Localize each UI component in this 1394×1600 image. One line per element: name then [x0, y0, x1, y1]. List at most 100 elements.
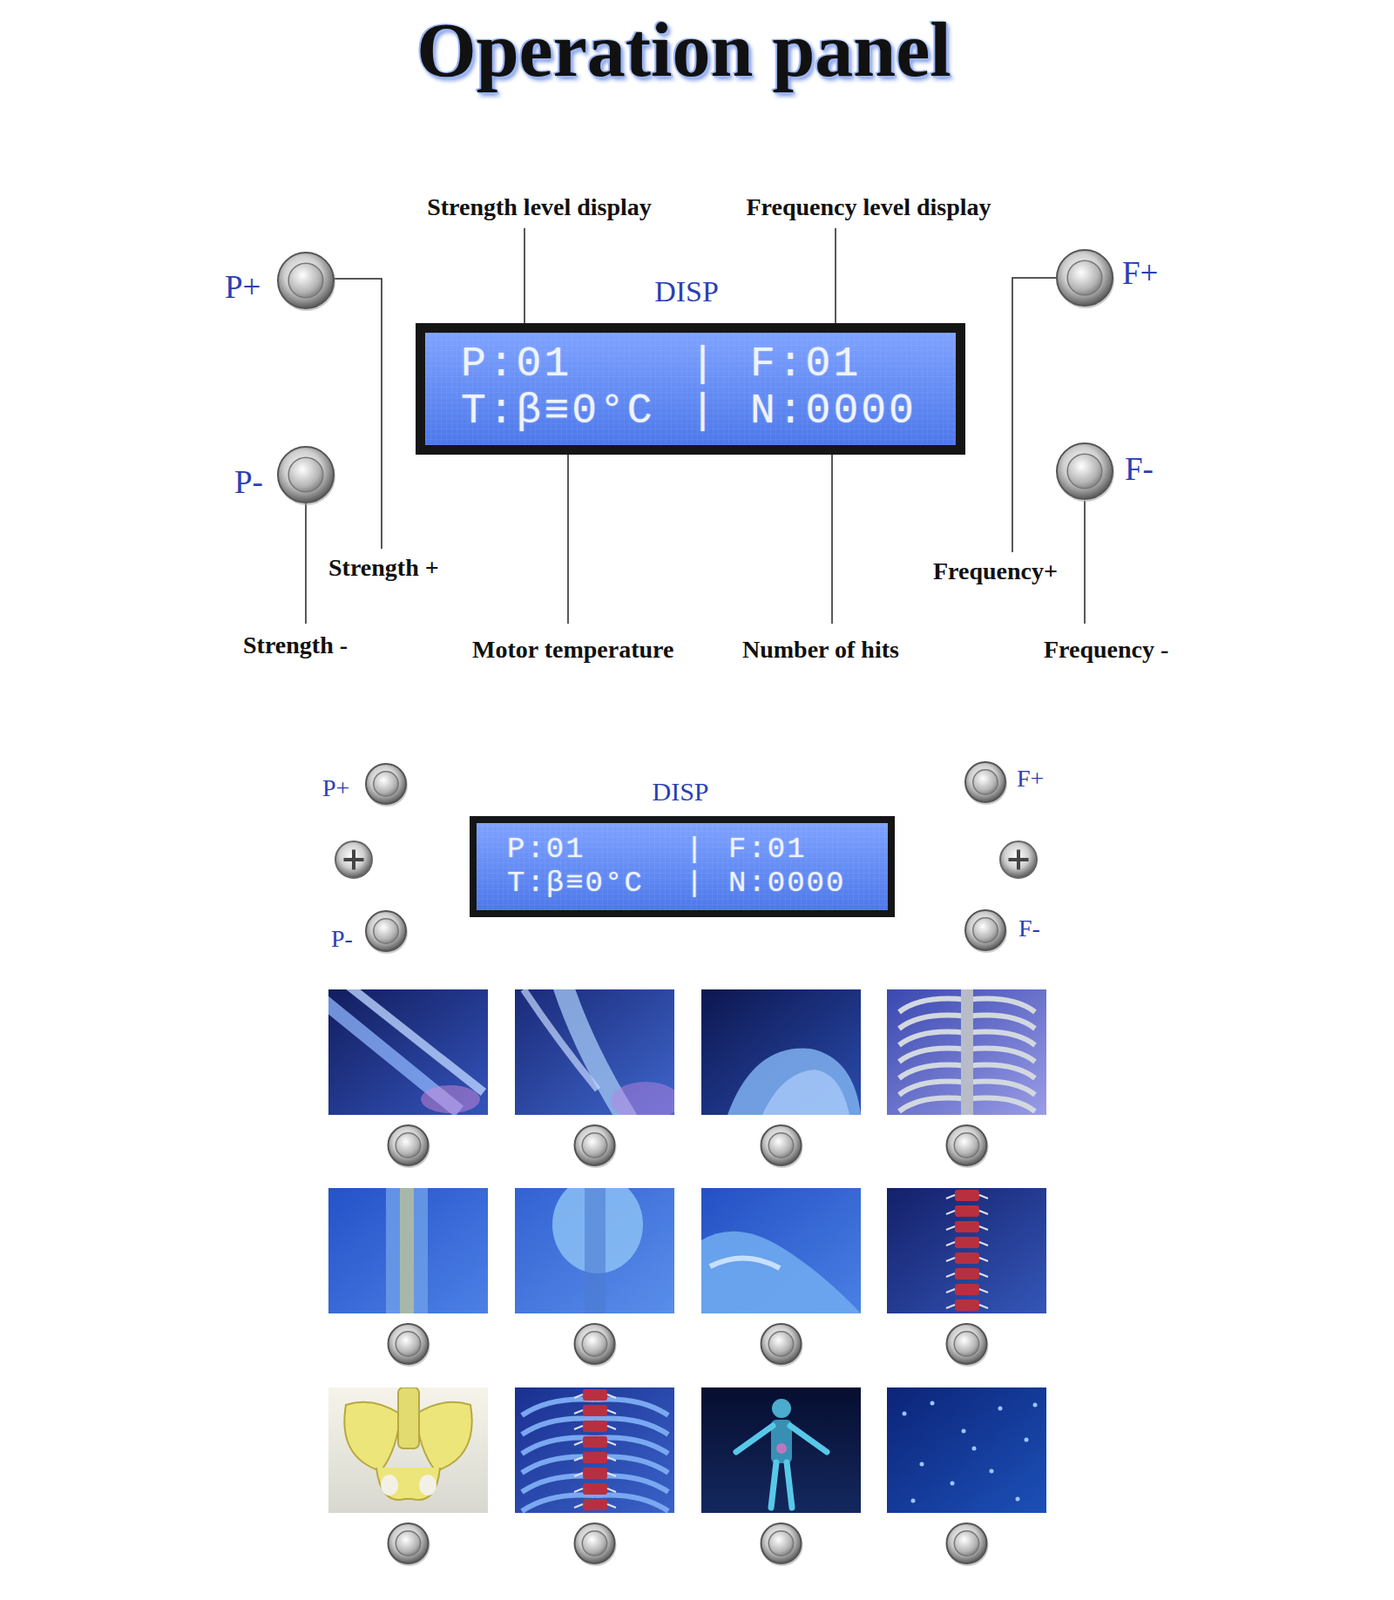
screw	[1000, 841, 1037, 879]
button-label: F+	[1016, 764, 1044, 793]
tile-ground	[328, 1188, 488, 1314]
vertebra-process	[946, 1242, 988, 1246]
vertebra	[954, 1205, 980, 1218]
rib	[899, 1098, 968, 1112]
light-dot	[1015, 1497, 1021, 1503]
rib	[899, 1082, 968, 1096]
button-shadow	[388, 1524, 431, 1567]
body-part-image	[701, 1387, 861, 1514]
push-button	[965, 910, 1008, 954]
rib	[967, 999, 1036, 1013]
button-cap	[395, 1332, 421, 1358]
pelvis-wing	[344, 1402, 400, 1472]
leader-line	[831, 435, 833, 624]
button-label: F-	[1018, 914, 1041, 943]
button-rim	[365, 764, 407, 805]
vertebra	[582, 1468, 608, 1480]
rib	[899, 1048, 968, 1063]
shoulder-shape	[727, 1048, 861, 1116]
push-button	[277, 446, 336, 506]
rib	[967, 1032, 1036, 1046]
button-rim	[761, 1324, 802, 1365]
vertebra-process	[946, 1305, 988, 1309]
tile-ground	[328, 1387, 488, 1514]
lcd-readout: F:01	[750, 343, 861, 386]
button-rim	[761, 1523, 802, 1564]
tile-ground	[886, 989, 1047, 1116]
button-rim	[947, 1523, 988, 1564]
leader-line	[1083, 500, 1086, 624]
callout-label: Strength +	[328, 554, 440, 582]
button-cap	[1067, 453, 1103, 489]
button-shadow	[277, 447, 336, 506]
push-button	[965, 762, 1008, 806]
push-button	[388, 1125, 431, 1169]
figure-spot	[776, 1443, 787, 1455]
light-dot	[920, 1462, 925, 1468]
button-cap	[973, 770, 999, 796]
push-button	[388, 1324, 431, 1367]
button-label: F+	[1122, 255, 1158, 293]
button-rim	[947, 1324, 988, 1365]
button-shadow	[947, 1126, 989, 1169]
button-shadow	[575, 1524, 617, 1567]
push-button	[388, 1523, 431, 1567]
callout-label: Strength -	[243, 631, 348, 660]
vertebra	[582, 1436, 608, 1449]
light-dot	[972, 1447, 977, 1452]
button-label: P+	[224, 269, 261, 307]
obturator	[419, 1475, 437, 1496]
lcd-readout: T:β≡0°C	[507, 868, 644, 899]
button-rim	[388, 1125, 429, 1166]
vertebra	[582, 1499, 608, 1511]
obturator	[380, 1475, 399, 1496]
rib	[967, 1098, 1036, 1112]
button-rim	[388, 1324, 429, 1365]
lcd-readout: |	[685, 834, 705, 865]
screw-slot	[1008, 849, 1029, 870]
body-part-image	[886, 1387, 1047, 1514]
lcd-readout: |	[690, 390, 718, 433]
tile-ground	[886, 1387, 1047, 1514]
foot-shape	[701, 1231, 861, 1314]
button-cap	[581, 1531, 608, 1557]
screw-slot	[343, 849, 364, 870]
vertebra-process	[574, 1410, 616, 1415]
vertebra	[582, 1389, 608, 1401]
push-button	[761, 1125, 804, 1169]
vertebra	[954, 1221, 980, 1233]
tile-ground	[514, 1188, 675, 1314]
tile-ground	[701, 989, 861, 1116]
light-dot	[930, 1401, 935, 1407]
button-cap	[954, 1531, 980, 1557]
rib	[899, 1065, 968, 1079]
button-shadow	[575, 1325, 617, 1367]
button-cap	[395, 1133, 421, 1159]
leader-lines	[305, 228, 1085, 624]
button-shadow	[947, 1325, 989, 1367]
button-cap	[1067, 260, 1103, 296]
button-cap	[973, 918, 999, 944]
push-button	[575, 1125, 617, 1169]
button-cap	[768, 1531, 794, 1557]
body-part-image	[514, 989, 675, 1116]
body-part-image	[886, 1188, 1047, 1314]
push-button	[365, 764, 408, 807]
vertebra-process	[946, 1273, 988, 1278]
rib	[967, 1065, 1036, 1079]
button-rim	[277, 446, 334, 503]
vertebra-process	[574, 1473, 616, 1477]
lcd-readout: N:0000	[728, 868, 846, 899]
vertebra-process	[946, 1289, 988, 1293]
bone	[399, 1188, 414, 1314]
button-label: P+	[322, 774, 350, 803]
button-rim	[277, 252, 334, 309]
light-dot	[911, 1499, 916, 1504]
light-dot	[998, 1407, 1003, 1412]
tile-ground	[701, 1188, 861, 1314]
button-rim	[965, 910, 1006, 951]
figure-leg	[771, 1462, 792, 1509]
body-part-image	[701, 989, 861, 1116]
button-shadow	[761, 1126, 804, 1169]
vertebra-process	[574, 1441, 616, 1446]
